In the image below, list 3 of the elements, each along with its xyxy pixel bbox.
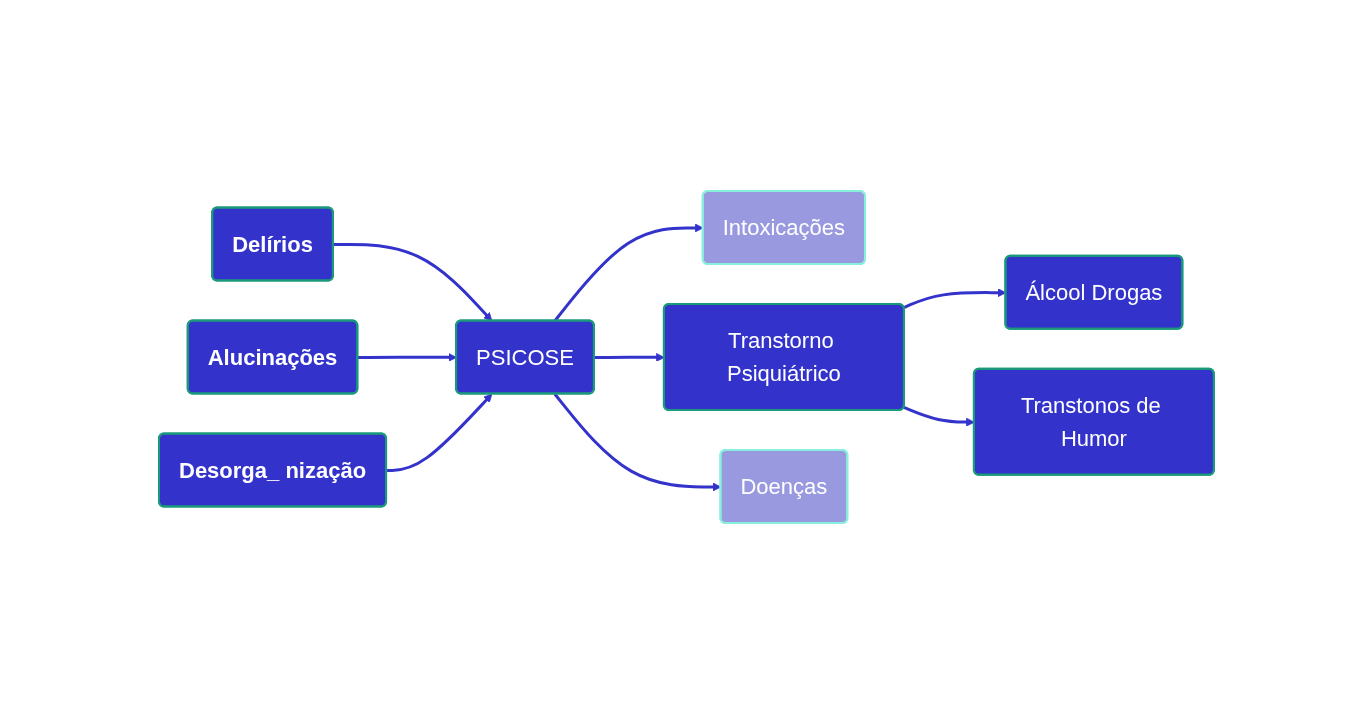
arrow	[553, 393, 721, 492]
arrow	[386, 393, 492, 472]
arrow	[332, 242, 492, 322]
